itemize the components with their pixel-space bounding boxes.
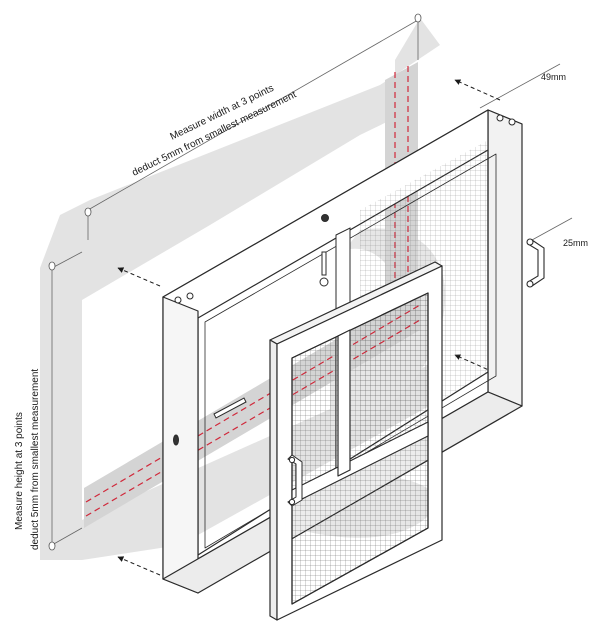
height-guide-top [51, 251, 83, 269]
corner-screw [174, 296, 182, 304]
wall-plug-head [319, 277, 329, 287]
dimension-guides [51, 19, 573, 546]
wall-plug-horizontal [213, 397, 247, 419]
corner-screw [496, 114, 504, 122]
guide-marker [84, 207, 92, 217]
panel-mesh [291, 292, 429, 605]
height-label-line2: deduct 5mm from smallest measurement [30, 369, 41, 550]
fixings [173, 114, 516, 446]
panel-handle-screw [288, 456, 296, 464]
guide-marker [414, 13, 422, 23]
panel-left-edge [269, 339, 278, 621]
corner-screw [508, 118, 516, 126]
screw-hole-top [321, 214, 329, 222]
guide-marker [48, 541, 56, 551]
width-guide-line [87, 19, 419, 211]
handle-dimension-label: 25mm [563, 238, 588, 248]
wall-plug-vertical [321, 251, 327, 276]
screw-hole-side [173, 434, 179, 446]
height-guide-bottom [51, 527, 83, 546]
guide-markers [48, 13, 422, 551]
wall-shadow [40, 18, 440, 560]
side-handle [526, 238, 545, 288]
panel-mullion [337, 329, 351, 477]
height-label-line1: Measure height at 3 points [14, 412, 25, 530]
handle-bar [527, 239, 545, 287]
panel-handle-screw [288, 498, 296, 506]
depth-guide-line [479, 63, 561, 109]
depth-dimension-label: 49mm [541, 72, 566, 82]
screen-panel [269, 261, 443, 621]
frame-left-side [162, 296, 199, 594]
frame-right-face [487, 109, 523, 407]
guide-marker [48, 261, 56, 271]
panel-handle [287, 454, 303, 507]
handle-screw [526, 238, 534, 246]
arrow-top-left [117, 267, 161, 287]
arrow-top-right [454, 79, 501, 101]
arrow-bottom-left [117, 556, 161, 576]
corner-screw [186, 292, 194, 300]
handle-screw [526, 280, 534, 288]
handle-guide-line [531, 217, 573, 241]
